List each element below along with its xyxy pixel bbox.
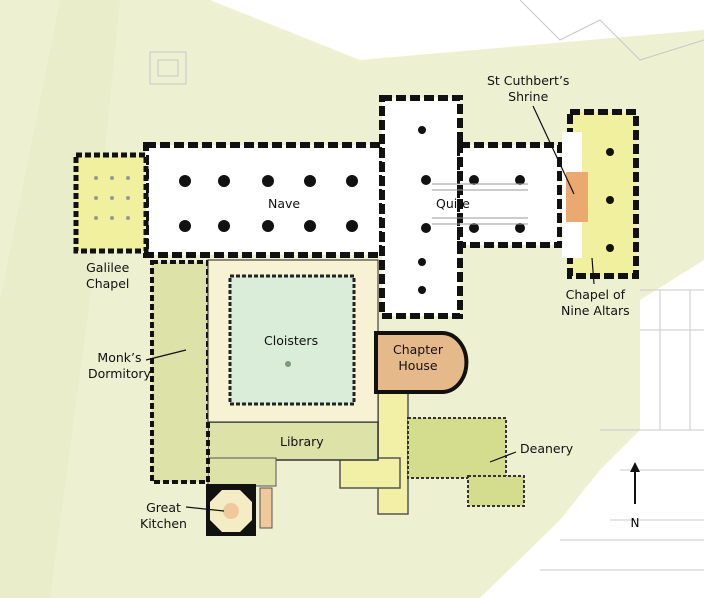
domestic-buildings bbox=[207, 383, 525, 515]
great-kitchen-label-line-2: Kitchen bbox=[140, 516, 187, 531]
grass-area-hill bbox=[0, 0, 120, 598]
chapter-house-building bbox=[374, 331, 469, 394]
st-cuthberts-shrine-label-line-1: St Cuthbert’s bbox=[487, 73, 570, 88]
north-arrow: N bbox=[625, 462, 645, 532]
monks-dormitory-label-line-2: Dormitory bbox=[88, 366, 151, 381]
library-label: Library bbox=[280, 434, 324, 449]
deanery-label: Deanery bbox=[520, 441, 574, 456]
chapter-house-label: Chapter House bbox=[393, 342, 443, 374]
quire-stalls bbox=[432, 183, 528, 225]
st-cuthberts-shrine-label-line-2: Shrine bbox=[508, 89, 549, 104]
st-cuthberts-shrine-label: St Cuthbert’s Shrine bbox=[487, 73, 569, 105]
cloisters-label: Cloisters bbox=[264, 333, 319, 348]
galilee-pillars bbox=[94, 176, 130, 220]
monks-dormitory-building bbox=[150, 260, 210, 484]
quire-label: Quire bbox=[436, 196, 470, 211]
chapter-house-label-line-1: Chapter bbox=[393, 342, 443, 357]
street-outlines bbox=[149, 0, 704, 571]
great-kitchen-label-line-1: Great bbox=[146, 500, 181, 515]
monks-dormitory-label-line-1: Monk’s bbox=[97, 350, 142, 365]
chapel-of-nine-altars-label-line-1: Chapel of bbox=[565, 287, 626, 302]
galilee-chapel-label-line-1: Galilee bbox=[86, 260, 130, 275]
nave-pillars bbox=[179, 126, 614, 294]
galilee-chapel-label-line-2: Chapel bbox=[86, 276, 130, 291]
nave-label: Nave bbox=[268, 196, 301, 211]
great-kitchen-label: Great Kitchen bbox=[140, 500, 187, 532]
galilee-chapel-label: Galilee Chapel bbox=[86, 260, 129, 292]
cathedral-body bbox=[73, 95, 639, 319]
leader-lines bbox=[145, 105, 595, 512]
monks-dormitory-label: Monk’s Dormitory bbox=[88, 350, 151, 382]
cloister-lawn bbox=[228, 274, 356, 406]
north-arrow-icon bbox=[630, 462, 640, 504]
chapter-house-label-line-2: House bbox=[398, 358, 438, 373]
chapel-of-nine-altars-label: Chapel of Nine Altars bbox=[561, 287, 630, 319]
north-letter: N bbox=[630, 516, 640, 530]
great-kitchen-building bbox=[206, 484, 273, 536]
chapel-of-nine-altars-label-line-2: Nine Altars bbox=[561, 303, 630, 318]
